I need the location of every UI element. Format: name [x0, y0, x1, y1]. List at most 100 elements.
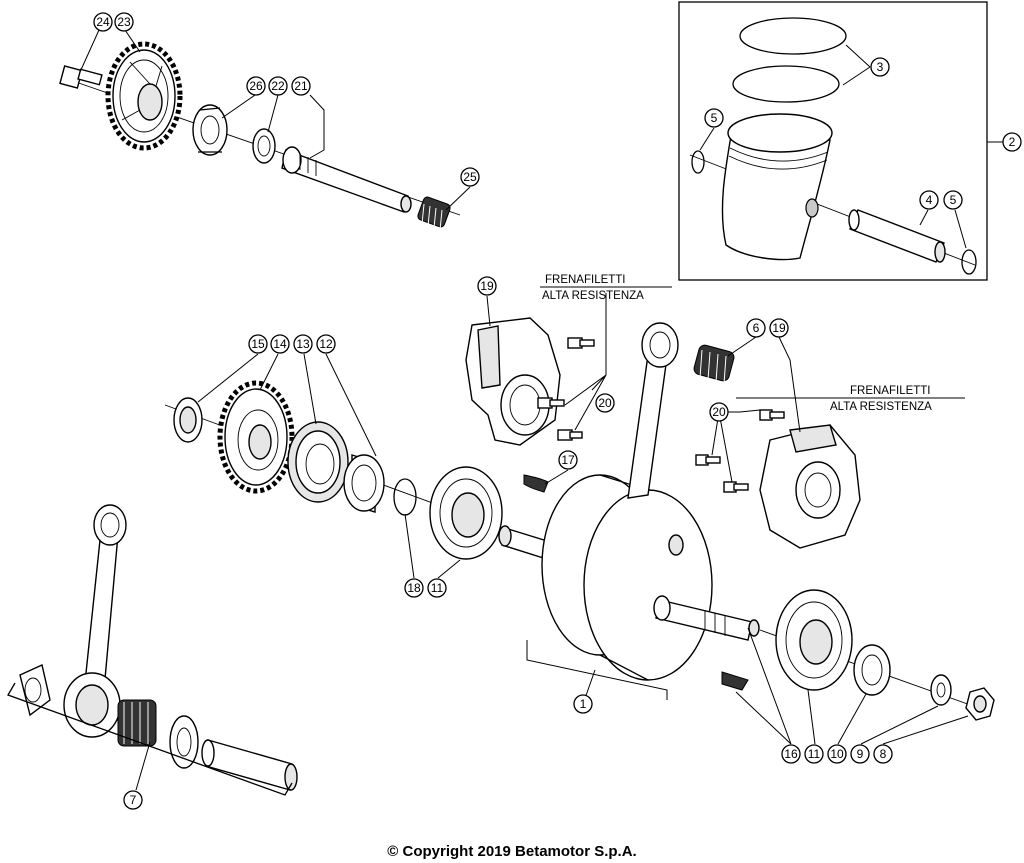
crank-cover-right-part-19 [759, 424, 861, 549]
callout-4: 4 [919, 190, 939, 210]
needle-bearing-part-25 [417, 196, 451, 231]
callout-6: 6 [746, 318, 766, 338]
svg-text:25: 25 [463, 170, 477, 184]
copyright-text: © Copyright 2019 Betamotor S.p.A. [387, 843, 637, 860]
svg-text:3: 3 [877, 60, 884, 74]
piston-group-box [678, 1, 988, 281]
svg-text:13: 13 [296, 337, 310, 351]
svg-text:18: 18 [407, 581, 421, 595]
callout-8: 8 [873, 744, 893, 764]
svg-text:21: 21 [294, 79, 308, 93]
svg-text:16: 16 [784, 747, 798, 761]
callout-23: 23 [114, 12, 134, 32]
seal-part-15 [173, 397, 203, 443]
piston-rings-part-3 [732, 17, 847, 103]
svg-text:24: 24 [96, 15, 110, 29]
callout-10: 10 [827, 744, 847, 764]
svg-text:11: 11 [431, 581, 444, 595]
svg-text:7: 7 [130, 793, 137, 807]
nut-part-8 [965, 687, 995, 721]
svg-text:23: 23 [117, 15, 131, 29]
circlip-part-5b [961, 249, 977, 275]
bolts-part-20b [695, 409, 785, 493]
conrod-kit-part-7 [7, 504, 298, 796]
callout-19b: 19 [769, 318, 789, 338]
bearing-part-11b [775, 589, 853, 691]
washer-part-9 [930, 674, 952, 706]
svg-text:FRENAFILETTI: FRENAFILETTI [545, 274, 626, 286]
bush-part-12 [343, 454, 385, 513]
ring-part-22 [252, 128, 276, 164]
callout-13: 13 [293, 334, 313, 354]
svg-text:15: 15 [251, 337, 265, 351]
svg-text:8: 8 [880, 747, 887, 761]
callout-21: 21 [291, 76, 311, 96]
svg-text:ALTA RESISTENZA: ALTA RESISTENZA [542, 290, 644, 302]
callout-20b: 20 [709, 402, 729, 422]
callout-22: 22 [268, 76, 288, 96]
callout-7: 7 [123, 790, 143, 810]
svg-text:14: 14 [273, 337, 287, 351]
bush-part-10 [853, 644, 891, 696]
callout-5b: 5 [943, 190, 963, 210]
bolts-part-20a [537, 337, 595, 441]
conrod-assembly [627, 322, 735, 499]
callout-15: 15 [248, 334, 268, 354]
bearing-part-26 [192, 104, 228, 156]
callout-26: 26 [246, 76, 266, 96]
callout-18: 18 [404, 578, 424, 598]
callout-19a: 19 [477, 276, 497, 296]
callout-5a: 5 [704, 108, 724, 128]
svg-text:20: 20 [598, 396, 612, 410]
callout-20a: 20 [595, 393, 615, 413]
svg-text:12: 12 [319, 337, 333, 351]
circlip-part-5a [691, 150, 705, 174]
svg-text:2: 2 [1009, 135, 1016, 149]
svg-text:11: 11 [808, 747, 821, 761]
svg-text:17: 17 [561, 453, 575, 467]
crank-cover-left-part-19 [465, 317, 561, 446]
svg-text:5: 5 [711, 111, 718, 125]
seal-part-13 [287, 421, 349, 503]
svg-text:9: 9 [857, 747, 864, 761]
callout-2: 2 [1002, 132, 1022, 152]
svg-text:10: 10 [830, 747, 844, 761]
piston [721, 113, 833, 261]
callout-1: 1 [573, 694, 593, 714]
threadlocker-note-a: FRENAFILETTI ALTA RESISTENZA [542, 274, 644, 302]
svg-text:22: 22 [271, 79, 285, 93]
piston-pin-part-4 [848, 209, 946, 263]
bolt-part-24 [59, 65, 103, 89]
piston-group [678, 1, 1004, 281]
shaft-part-21 [281, 146, 412, 213]
callout-25: 25 [460, 167, 480, 187]
gear-part-14 [217, 380, 295, 494]
callout-14: 14 [270, 334, 290, 354]
callout-16: 16 [781, 744, 801, 764]
svg-text:1: 1 [580, 697, 587, 711]
svg-text:FRENAFILETTI: FRENAFILETTI [850, 385, 931, 397]
callout-3: 3 [870, 57, 890, 77]
svg-text:6: 6 [753, 321, 760, 335]
svg-text:ALTA RESISTENZA: ALTA RESISTENZA [830, 401, 932, 413]
callout-9: 9 [850, 744, 870, 764]
svg-text:26: 26 [249, 79, 263, 93]
key-part-17 [523, 474, 549, 493]
callout-11a: 11 [427, 578, 447, 598]
bearing-part-11a [429, 466, 503, 560]
threadlocker-note-b: FRENAFILETTI ALTA RESISTENZA [830, 385, 932, 413]
key-part-16 [721, 671, 749, 691]
svg-text:4: 4 [926, 193, 933, 207]
leader-lines [79, 29, 969, 745]
crankshaft-part-1 [498, 474, 760, 681]
balance-shaft-group [59, 41, 461, 231]
svg-text:19: 19 [772, 321, 786, 335]
svg-text:20: 20 [712, 405, 726, 419]
callout-17: 17 [558, 450, 578, 470]
gear-part-23 [105, 41, 183, 151]
needle-bearing-part-6 [693, 344, 735, 382]
oring-part-18 [393, 478, 417, 516]
callout-24: 24 [93, 12, 113, 32]
